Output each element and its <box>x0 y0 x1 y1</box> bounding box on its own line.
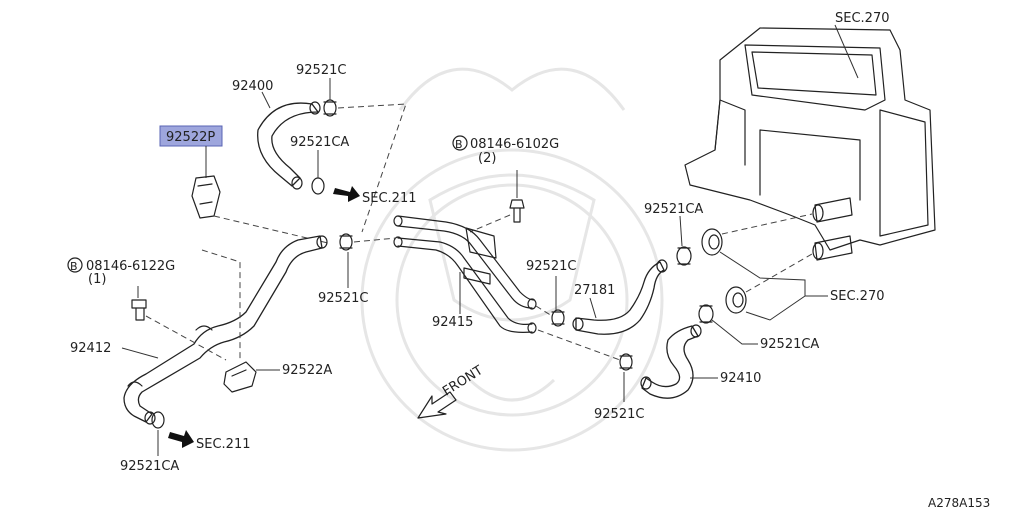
drawing-code: A278A153 <box>928 496 990 510</box>
label-92521c-left: 92521C <box>318 291 368 306</box>
bolt-08146-6122g: B <box>67 257 147 321</box>
label-92410: 92410 <box>720 371 761 386</box>
dashed-heater-links <box>721 213 813 293</box>
label-92400: 92400 <box>232 79 273 94</box>
label-92521ca-top: 92521CA <box>290 135 349 150</box>
label-bolt1-code: 08146-6102G <box>470 137 559 152</box>
label-front: FRONT <box>440 363 486 399</box>
clamp-92521c-bottom <box>619 353 633 371</box>
label-92415: 92415 <box>432 315 473 330</box>
label-92521c-bottom: 92521C <box>594 407 644 422</box>
dashed-bolt-top <box>469 214 511 233</box>
label-92522p: 92522P <box>166 130 215 145</box>
leader-92400 <box>261 91 271 109</box>
label-sec211-top: SEC.211 <box>362 191 417 206</box>
bolt-marker-left: B <box>70 260 78 273</box>
label-92521ca-right: 92521CA <box>760 337 819 352</box>
clamp-92521ca-right <box>698 304 714 324</box>
leader-sec270-top <box>834 24 859 79</box>
front-arrow-icon <box>417 391 457 419</box>
clamp-92521ca-bottom <box>151 411 165 429</box>
leader-92412 <box>121 347 159 359</box>
dashed-bolt-left <box>145 249 241 362</box>
label-sec270-right: SEC.270 <box>830 289 885 304</box>
leader-92521ca-right <box>711 319 758 345</box>
dashed-92412-pipe <box>353 237 397 243</box>
leader-sec270-right <box>719 251 806 321</box>
arrow-sec211-bottom <box>168 430 194 448</box>
hose-92412 <box>123 235 328 425</box>
pipe-92415 <box>393 215 537 334</box>
leader-92521ca-mid <box>679 215 683 247</box>
label-92522a: 92522A <box>282 363 332 378</box>
label-bolt2-qty: (1) <box>88 272 106 287</box>
clamp-92521c-left <box>339 233 353 251</box>
hose-27181 <box>572 259 668 335</box>
label-92412: 92412 <box>70 341 111 356</box>
label-bolt2-code: 08146-6122G <box>86 259 175 274</box>
label-92521c-top: 92521C <box>296 63 346 78</box>
bracket-92522p <box>191 175 221 219</box>
hose-92410 <box>640 324 702 399</box>
clamp-92521c-top <box>323 99 337 117</box>
bolt-08146-6102g: B <box>452 135 525 223</box>
label-sec270-top: SEC.270 <box>835 11 890 26</box>
label-92521ca-bottom: 92521CA <box>120 459 179 474</box>
hose-92400 <box>257 101 321 190</box>
dashed-route-top <box>337 103 407 233</box>
bolt-marker-top: B <box>455 138 463 151</box>
grommet-lower <box>725 286 747 314</box>
label-92521ca-mid: 92521CA <box>644 202 703 217</box>
clamp-92521ca-mid <box>676 246 692 266</box>
grommet-upper <box>701 228 723 256</box>
label-92521c-mid: 92521C <box>526 259 576 274</box>
label-bolt1-qty: (2) <box>478 151 496 166</box>
label-27181: 27181 <box>574 283 615 298</box>
label-sec211-bottom: SEC.211 <box>196 437 251 452</box>
watermark-emblem <box>360 67 664 452</box>
clamp-92521c-mid <box>551 309 565 327</box>
arrow-sec211-top <box>333 186 360 202</box>
heater-unit <box>684 27 936 261</box>
dashed-pipe-clamps <box>535 305 621 361</box>
bracket-92522a <box>223 361 257 393</box>
part-highlight-92522p <box>159 125 223 147</box>
leader-27181 <box>589 297 597 319</box>
clamp-92521ca-top <box>311 177 325 195</box>
